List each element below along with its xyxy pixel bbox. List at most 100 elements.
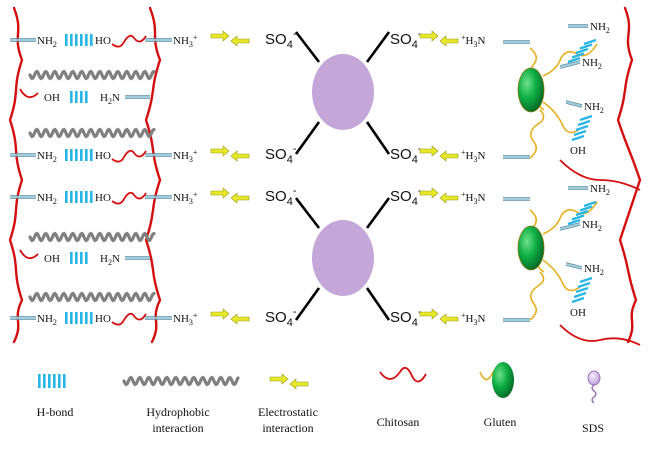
connector-h3n: [503, 197, 530, 201]
hbond-bar: [70, 149, 73, 161]
nh2-label-part: 2: [53, 40, 57, 49]
h3n-label-part: H: [466, 35, 474, 47]
electrostatic-arrows: [210, 145, 250, 162]
hbond-dash: [567, 56, 581, 64]
chitosan-branch: [111, 149, 147, 163]
ho-label: HO: [95, 35, 111, 47]
nh3-label-part: +: [193, 311, 198, 320]
hbond-bar: [70, 191, 73, 203]
hbond-bar: [53, 374, 56, 388]
hbond-dash: [579, 205, 593, 212]
nh3-label-part: NH: [173, 150, 189, 162]
connector-h3n: [503, 155, 530, 159]
so4-label-part: 4: [412, 154, 418, 166]
hbond-bar: [80, 34, 83, 46]
hbond-bar: [75, 312, 78, 324]
hbond-bar: [85, 149, 88, 161]
h3n-label-part: N: [477, 150, 485, 162]
h3n-label: +H3N: [461, 190, 485, 206]
hbond-bar: [38, 374, 41, 388]
nh2-label: NH2: [584, 263, 604, 277]
gluten-chain: [529, 271, 545, 321]
connector-right: [125, 256, 150, 260]
h3n-label-part: N: [477, 192, 485, 204]
hbond-bar: [70, 91, 73, 103]
nh3-label-part: NH: [173, 313, 189, 325]
hbond-bar: [90, 149, 93, 161]
legend-label: H-bond: [37, 405, 74, 419]
oh-label-part: OH: [44, 92, 60, 104]
nh2-label-part: 2: [598, 62, 602, 71]
hydrophobic-chain: [28, 231, 156, 243]
so4-label-part: SO: [390, 31, 412, 48]
connector-gluten: [559, 222, 581, 231]
connector-gluten: [568, 24, 588, 28]
h3n-label-part: +: [461, 33, 466, 42]
hbond-bar: [65, 312, 68, 324]
gluten-molecule: [517, 43, 598, 159]
hbond-bar: [70, 252, 73, 264]
sds-tail: [365, 121, 391, 155]
sds-tail: [294, 121, 321, 155]
hbond-bar: [85, 312, 88, 324]
hbond-row: [65, 34, 93, 46]
so4-label-part: 4: [287, 39, 293, 51]
hbond-dash: [579, 276, 593, 284]
legend-chitosan-swatch: [379, 366, 427, 383]
so4-label-part: SO: [265, 31, 287, 48]
h2n-label-part: N: [112, 253, 120, 265]
nh2-label-part: 2: [606, 26, 610, 35]
so4-label-part: 4: [287, 154, 293, 166]
connector-right: [145, 38, 172, 42]
so4-label-part: SO: [265, 146, 287, 163]
gluten-chain: [529, 109, 545, 159]
nh2-label: NH2: [37, 313, 57, 327]
arrow-left: [439, 192, 459, 204]
nh3-label-part: 3: [189, 318, 193, 327]
arrow-left: [289, 378, 309, 390]
arrow-left: [439, 313, 459, 325]
so4-label-part: -: [293, 143, 297, 155]
h3n-label-part: 3: [473, 197, 477, 206]
connector-edge: [565, 102, 583, 108]
hydrophobic-chain: [28, 291, 156, 303]
hbond-bar: [75, 191, 78, 203]
so4-label: SO4-: [390, 306, 422, 329]
hbond-bar: [70, 34, 73, 46]
connector-right: [125, 95, 150, 99]
nh2-label: NH2: [590, 183, 610, 197]
hbond-bar: [80, 91, 83, 103]
so4-label: SO4-: [265, 28, 297, 51]
nh2-label-part: NH: [584, 263, 600, 275]
oh-label-part: OH: [570, 145, 586, 157]
so4-label-part: SO: [265, 309, 287, 326]
connector-right: [145, 316, 172, 320]
hbond-bar: [90, 312, 93, 324]
oh-label-part: OH: [570, 307, 586, 319]
connector-h3n: [503, 318, 530, 322]
chitosan-branch: [559, 159, 641, 191]
arrow-left: [230, 150, 250, 162]
h3n-label-part: +: [461, 311, 466, 320]
arrow-right: [419, 187, 439, 199]
h2n-label-part: 2: [108, 97, 112, 106]
nh2-label-part: NH: [37, 313, 53, 325]
so4-label: SO4-: [390, 143, 422, 166]
h2n-label: H2N: [100, 92, 120, 106]
arrow-right: [269, 373, 289, 385]
legend-label: interaction: [262, 421, 313, 435]
chitosan-strand-left: [8, 6, 24, 344]
connector-edge: [559, 222, 581, 229]
nh2-label-part: 2: [598, 224, 602, 233]
connector-gluten: [565, 100, 583, 108]
hbond-bar: [90, 191, 93, 203]
chitosan-branch: [19, 249, 39, 260]
hbond-bar: [80, 149, 83, 161]
electrostatic-arrows: [210, 30, 250, 47]
gluten-chain: [542, 101, 582, 134]
arrow-left: [230, 313, 250, 325]
h3n-label-part: 3: [473, 40, 477, 49]
ho-label-part: HO: [95, 150, 111, 162]
hbond-slant: [571, 276, 593, 304]
so4-label-part: 4: [412, 317, 418, 329]
